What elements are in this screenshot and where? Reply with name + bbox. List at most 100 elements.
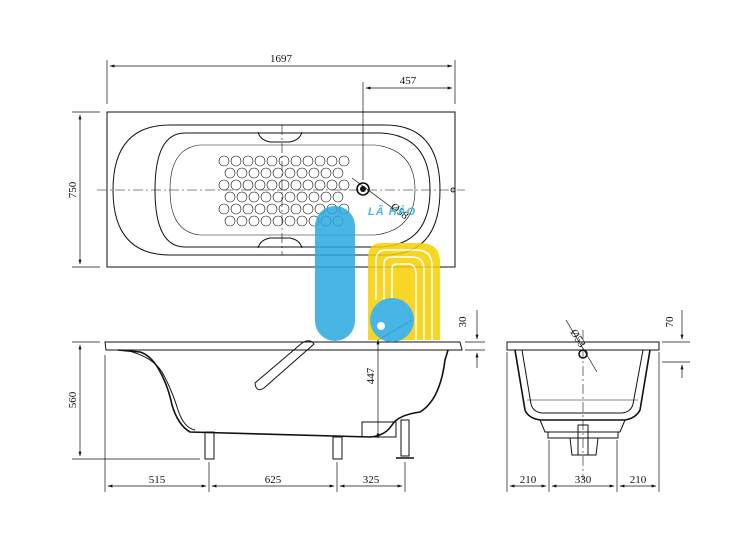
anti-slip-dot bbox=[224, 215, 236, 227]
drain-center bbox=[360, 186, 366, 192]
handle-bottom bbox=[257, 237, 303, 249]
side-view: 560 30 447 515 625 325 bbox=[67, 310, 485, 492]
anti-slip-dot bbox=[290, 179, 302, 191]
dim-end-seg-label-1: 210 bbox=[520, 474, 537, 486]
anti-slip-dot bbox=[314, 155, 326, 167]
anti-slip-dot bbox=[302, 179, 314, 191]
anti-slip-dot bbox=[272, 191, 284, 203]
dim-end-seg-label-2: 330 bbox=[575, 474, 592, 486]
anti-slip-dot bbox=[302, 203, 314, 215]
anti-slip-dot bbox=[230, 179, 242, 191]
anti-slip-dot bbox=[332, 167, 344, 179]
anti-slip-dot bbox=[218, 179, 230, 191]
anti-slip-dot bbox=[248, 191, 260, 203]
anti-slip-dot bbox=[254, 203, 266, 215]
end-view-drain-leader bbox=[565, 319, 598, 373]
anti-slip-dot bbox=[284, 167, 296, 179]
end-view-tub-profile bbox=[514, 349, 651, 421]
anti-slip-dot bbox=[236, 167, 248, 179]
watermark-logo: LÃ HẢO bbox=[315, 205, 440, 342]
anti-slip-dot bbox=[254, 155, 266, 167]
dim-width-label: 750 bbox=[67, 181, 79, 198]
anti-slip-dot bbox=[338, 155, 350, 167]
anti-slip-dot bbox=[230, 203, 242, 215]
dim-seg-label-3: 325 bbox=[363, 474, 380, 486]
dim-drain-height-label: 447 bbox=[365, 367, 377, 384]
anti-slip-dot bbox=[266, 179, 278, 191]
end-view: Ø53 70 210 330 210 bbox=[506, 310, 690, 492]
anti-slip-dot bbox=[326, 179, 338, 191]
handle-top bbox=[257, 131, 303, 143]
side-view-tub-profile bbox=[117, 349, 449, 438]
dim-end-rim-label: 70 bbox=[664, 316, 676, 328]
dim-height-label: 560 bbox=[67, 391, 79, 408]
logo-ball-highlight bbox=[377, 322, 385, 330]
side-view-handle bbox=[254, 340, 315, 391]
anti-slip-dot bbox=[266, 203, 278, 215]
logo-blue-bar bbox=[315, 206, 355, 341]
anti-slip-dot bbox=[320, 191, 332, 203]
anti-slip-dot bbox=[272, 167, 284, 179]
anti-slip-dot bbox=[308, 191, 320, 203]
anti-slip-dot bbox=[236, 191, 248, 203]
top-view: 1697 457 750 Ø58 bbox=[67, 53, 465, 268]
anti-slip-dot bbox=[260, 167, 272, 179]
dim-drain-offset-label: 457 bbox=[400, 75, 417, 87]
anti-slip-dot bbox=[254, 179, 266, 191]
dim-rim-label: 30 bbox=[457, 316, 469, 328]
side-view-drain-pipe bbox=[400, 419, 410, 457]
side-view-rim bbox=[104, 341, 463, 351]
dim-length-label: 1697 bbox=[270, 53, 293, 65]
dim-seg-label-1: 515 bbox=[149, 474, 166, 486]
anti-slip-dot bbox=[278, 155, 290, 167]
anti-slip-dot bbox=[278, 203, 290, 215]
side-view-inner-profile bbox=[124, 349, 196, 431]
anti-slip-dot bbox=[230, 155, 242, 167]
anti-slip-dot bbox=[284, 191, 296, 203]
anti-slip-dot bbox=[248, 167, 260, 179]
anti-slip-dot bbox=[218, 155, 230, 167]
drain-leader-line bbox=[351, 177, 396, 211]
anti-slip-dot bbox=[332, 191, 344, 203]
anti-slip-dot bbox=[290, 155, 302, 167]
end-view-inner-profile bbox=[521, 349, 644, 414]
anti-slip-dot bbox=[260, 215, 272, 227]
top-view-basin-floor bbox=[169, 144, 416, 236]
anti-slip-dot bbox=[218, 203, 230, 215]
anti-slip-dot bbox=[314, 179, 326, 191]
anti-slip-dot bbox=[266, 155, 278, 167]
anti-slip-dot bbox=[236, 215, 248, 227]
end-view-drain-diameter-label: Ø53 bbox=[567, 327, 587, 350]
anti-slip-dot bbox=[248, 215, 260, 227]
anti-slip-dot bbox=[272, 215, 284, 227]
logo-stripe-2 bbox=[383, 256, 425, 340]
anti-slip-dot bbox=[320, 167, 332, 179]
anti-slip-dot bbox=[242, 179, 254, 191]
anti-slip-dot bbox=[290, 203, 302, 215]
side-view-leg-2 bbox=[332, 436, 343, 460]
anti-slip-dot bbox=[302, 155, 314, 167]
anti-slip-dot bbox=[296, 191, 308, 203]
anti-slip-dot bbox=[224, 167, 236, 179]
overflow-hole bbox=[450, 187, 456, 193]
side-view-leg-1 bbox=[204, 431, 215, 460]
anti-slip-dot bbox=[308, 167, 320, 179]
logo-text: LÃ HẢO bbox=[368, 205, 416, 218]
anti-slip-dot bbox=[260, 191, 272, 203]
anti-slip-dot bbox=[296, 167, 308, 179]
logo-stripe-3 bbox=[391, 263, 417, 340]
dim-end-seg-label-3: 210 bbox=[630, 474, 647, 486]
anti-slip-dot bbox=[242, 155, 254, 167]
anti-slip-dot bbox=[242, 203, 254, 215]
logo-blue-ball bbox=[370, 298, 414, 342]
drain-hole bbox=[356, 182, 370, 196]
end-view-base bbox=[539, 419, 626, 433]
anti-slip-dot bbox=[338, 179, 350, 191]
logo-stripe-1 bbox=[375, 249, 433, 340]
anti-slip-dot bbox=[278, 179, 290, 191]
dim-seg-label-2: 625 bbox=[265, 474, 282, 486]
anti-slip-dot bbox=[224, 191, 236, 203]
anti-slip-dot bbox=[284, 215, 296, 227]
anti-slip-dot bbox=[326, 155, 338, 167]
